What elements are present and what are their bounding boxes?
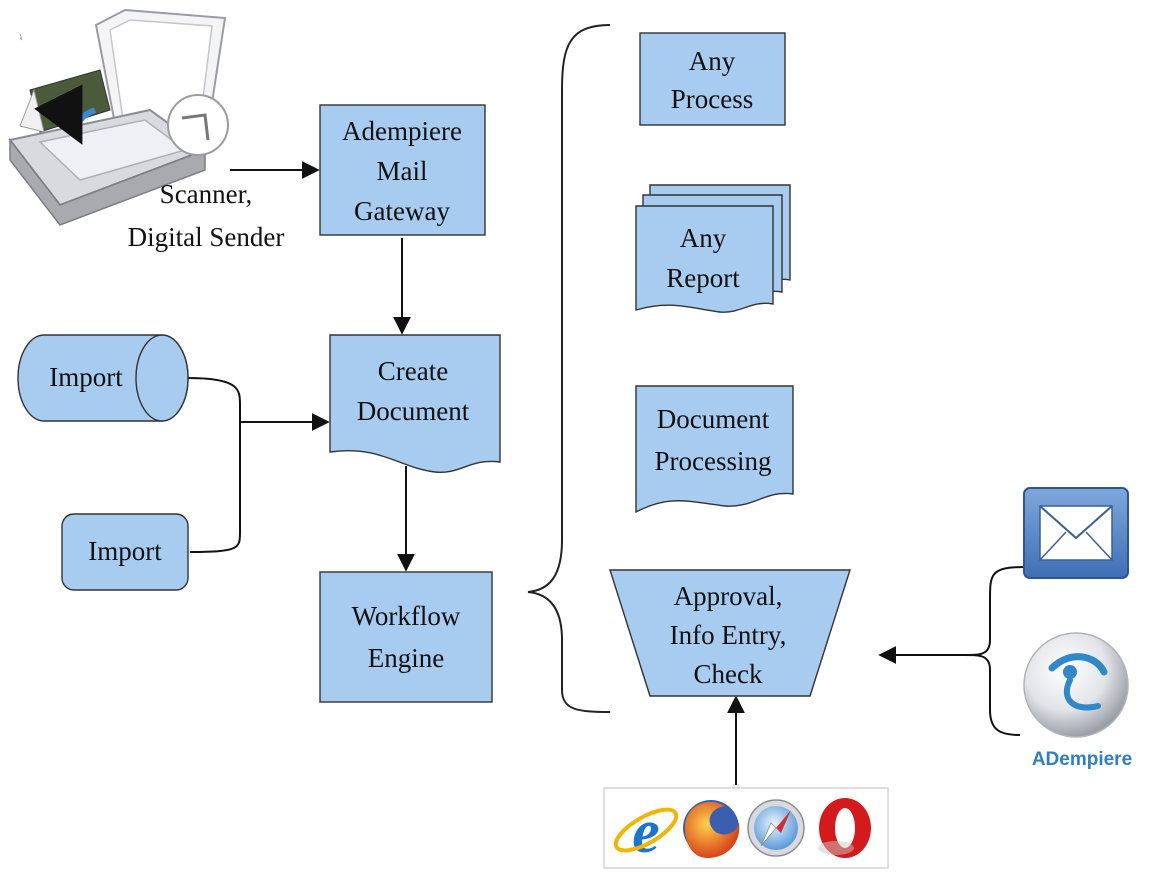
svg-text:ADempiere: ADempiere — [1032, 749, 1132, 770]
node-text: Mail — [377, 156, 428, 186]
node-text: Processing — [655, 446, 772, 476]
any-process-node: Any Process — [639, 32, 786, 126]
create-document-node: Create Document — [329, 334, 501, 474]
opera-icon — [818, 798, 871, 858]
firefox-icon — [683, 800, 740, 858]
node-text: Document — [657, 404, 770, 434]
adempiere-logo-icon: ADempiere — [1023, 632, 1132, 770]
node-text: Engine — [368, 643, 444, 673]
node-text: Import — [88, 536, 162, 566]
node-text: Process — [671, 84, 754, 114]
node-text: Any — [680, 223, 727, 253]
scanner-device-icon — [8, 8, 229, 226]
node-text: Info Entry, — [670, 620, 787, 650]
edge-imports-join — [187, 377, 241, 553]
document-processing-node: Document Processing — [635, 385, 794, 514]
scanner-label-line2: Digital Sender — [128, 222, 285, 252]
node-text: Gateway — [354, 196, 450, 226]
approval-node: Approval, Info Entry, Check — [609, 569, 851, 697]
node-text: Workflow — [352, 601, 461, 631]
browser-icons: e — [603, 787, 889, 869]
workflow-branches-brace — [527, 24, 611, 713]
node-text: Adempiere — [342, 116, 462, 146]
any-report-node: Any Report — [635, 184, 791, 313]
node-text: Import — [49, 362, 123, 392]
mail-gateway-node: Adempiere Mail Gateway — [319, 104, 486, 236]
node-text: Approval, — [674, 581, 783, 611]
envelope-icon — [1023, 487, 1129, 579]
node-text: Check — [694, 659, 763, 689]
node-text: Create — [378, 356, 448, 386]
safari-icon — [747, 799, 805, 857]
internet-explorer-icon: e — [613, 798, 679, 866]
workflow-engine-node: Workflow Engine — [319, 571, 493, 703]
node-text: Any — [689, 46, 736, 76]
import-database-node: Import — [17, 334, 189, 422]
svg-text:e: e — [632, 798, 660, 866]
node-text: Report — [666, 263, 740, 293]
edge-clients-join — [964, 566, 1025, 736]
import-box-node: Import — [61, 513, 189, 591]
node-text: Document — [357, 396, 470, 426]
scanner-label-line1: Scanner, — [160, 179, 253, 209]
